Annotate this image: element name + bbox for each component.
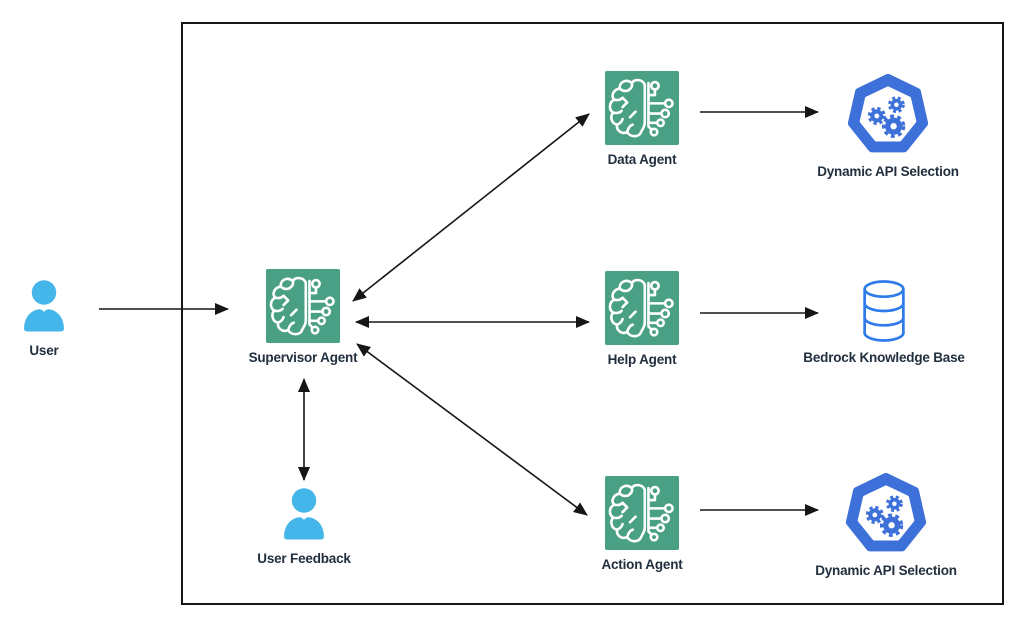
node-user: User	[0, 278, 104, 358]
node-dynamic-api-selection-bottom: Dynamic API Selection	[791, 472, 981, 578]
node-bedrock-knowledge-base-label: Bedrock Knowledge Base	[803, 350, 965, 365]
node-bedrock-knowledge-base: Bedrock Knowledge Base	[789, 279, 979, 365]
person-icon	[15, 278, 73, 336]
person-icon	[275, 486, 333, 544]
node-help-agent-label: Help Agent	[607, 352, 677, 367]
node-action-agent-label: Action Agent	[601, 557, 683, 572]
node-user-label: User	[29, 343, 59, 358]
node-dynamic-api-selection-top-label: Dynamic API Selection	[817, 164, 959, 179]
node-supervisor-agent: Supervisor Agent	[208, 269, 398, 365]
agent-brain-icon	[605, 476, 679, 550]
node-supervisor-agent-label: Supervisor Agent	[248, 350, 358, 365]
agent-brain-icon	[266, 269, 340, 343]
node-data-agent: Data Agent	[547, 71, 737, 167]
node-data-agent-label: Data Agent	[607, 152, 677, 167]
agent-brain-icon	[605, 271, 679, 345]
node-help-agent: Help Agent	[547, 271, 737, 367]
node-user-feedback-label: User Feedback	[257, 551, 351, 566]
node-dynamic-api-selection-bottom-label: Dynamic API Selection	[815, 563, 957, 578]
node-dynamic-api-selection-top: Dynamic API Selection	[793, 73, 983, 179]
database-icon	[858, 279, 910, 343]
node-user-feedback: User Feedback	[209, 486, 399, 566]
system-boundary	[181, 22, 1004, 605]
api-gears-heptagon-icon	[846, 73, 930, 157]
api-gears-heptagon-icon	[844, 472, 928, 556]
node-action-agent: Action Agent	[547, 476, 737, 572]
agent-brain-icon	[605, 71, 679, 145]
